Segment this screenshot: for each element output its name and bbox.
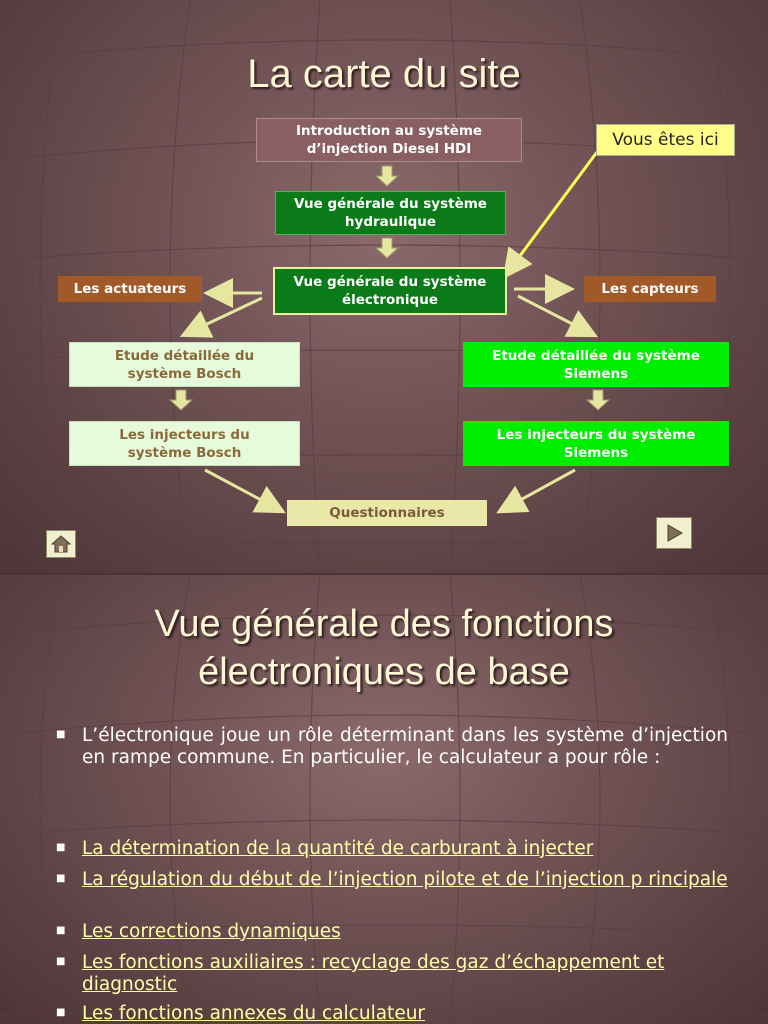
siemens-inj-line1: Les injecteurs du système — [496, 426, 696, 443]
functions-slide: Vue générale des fonctions électroniques… — [0, 575, 768, 1024]
arrow-bosch-to-quest — [204, 468, 286, 514]
site-map-slide: La carte du site Introduction au système… — [0, 0, 768, 573]
bullet-square-icon: ■ — [56, 925, 66, 936]
bullet-square-icon: ■ — [56, 873, 66, 884]
actuateurs-box[interactable]: Les actuateurs — [58, 276, 202, 302]
intro-line2: d’injection Diesel HDI — [306, 141, 472, 157]
down-arrow — [585, 389, 611, 411]
bosch-study-line2: système Bosch — [127, 365, 242, 382]
siemens-study-line2: Siemens — [563, 365, 629, 382]
electronique-box-current[interactable]: Vue générale du système électronique — [273, 267, 507, 315]
flow-arrows — [168, 151, 611, 514]
background-grid — [0, 575, 768, 1024]
questionnaires-box[interactable]: Questionnaires — [287, 500, 487, 526]
hydraulique-line1: Vue générale du système — [294, 196, 487, 212]
arrow-siemens-to-quest — [496, 468, 576, 514]
you-are-here-label: Vous êtes ici — [596, 124, 735, 156]
intro-box[interactable]: Introduction au système d’injection Diese… — [256, 118, 522, 162]
slide-title-line1: Vue générale des fonctions — [154, 603, 614, 645]
link-fonctions-auxiliaires[interactable]: Les fonctions auxiliaires : recyclage de… — [82, 952, 665, 995]
arrow-to-siemens — [517, 294, 599, 338]
bosch-inj-line1: Les injecteurs du — [119, 426, 250, 443]
bosch-inj-line2: système Bosch — [127, 444, 242, 461]
slide-title-line2: électroniques de base — [198, 651, 570, 693]
electronique-line2: électronique — [341, 292, 438, 308]
link-fonctions-annexes[interactable]: Les fonctions annexes du calculateur — [82, 1003, 426, 1024]
link-corrections-dynamiques[interactable]: Les corrections dynamiques — [82, 921, 341, 942]
intro-line1: Introduction au système — [295, 123, 483, 139]
down-arrow — [374, 165, 400, 187]
bullet-square-icon: ■ — [56, 1007, 66, 1018]
hydraulique-box[interactable]: Vue générale du système hydraulique — [275, 191, 506, 235]
intro-paragraph: L’électronique joue un rôle déterminant … — [82, 725, 728, 768]
home-button[interactable] — [46, 530, 76, 558]
bullet-square-icon: ■ — [56, 842, 66, 853]
next-arrow-icon — [667, 524, 684, 542]
slide-title: La carte du site — [247, 52, 521, 96]
capteurs-box[interactable]: Les capteurs — [584, 276, 716, 302]
bosch-study-line1: Etude détaillée du — [114, 347, 255, 364]
home-icon — [51, 535, 71, 553]
down-arrow — [374, 237, 400, 259]
siemens-study-line1: Etude détaillée du système — [492, 347, 700, 364]
link-quantite-carburant[interactable]: La détermination de la quantité de carbu… — [82, 838, 594, 859]
link-regulation-injection[interactable]: La régulation du début de l’injection pi… — [82, 869, 728, 890]
down-arrow — [168, 389, 194, 411]
next-button[interactable] — [656, 517, 692, 549]
siemens-inj-line2: Siemens — [563, 444, 629, 461]
arrow-to-bosch — [179, 296, 263, 338]
hydraulique-line2: hydraulique — [344, 214, 437, 230]
bullet-square-icon: ■ — [56, 729, 66, 740]
electronique-line1: Vue générale du système — [293, 274, 487, 290]
you-are-here-pointer — [502, 151, 599, 280]
bullet-square-icon: ■ — [56, 956, 66, 967]
